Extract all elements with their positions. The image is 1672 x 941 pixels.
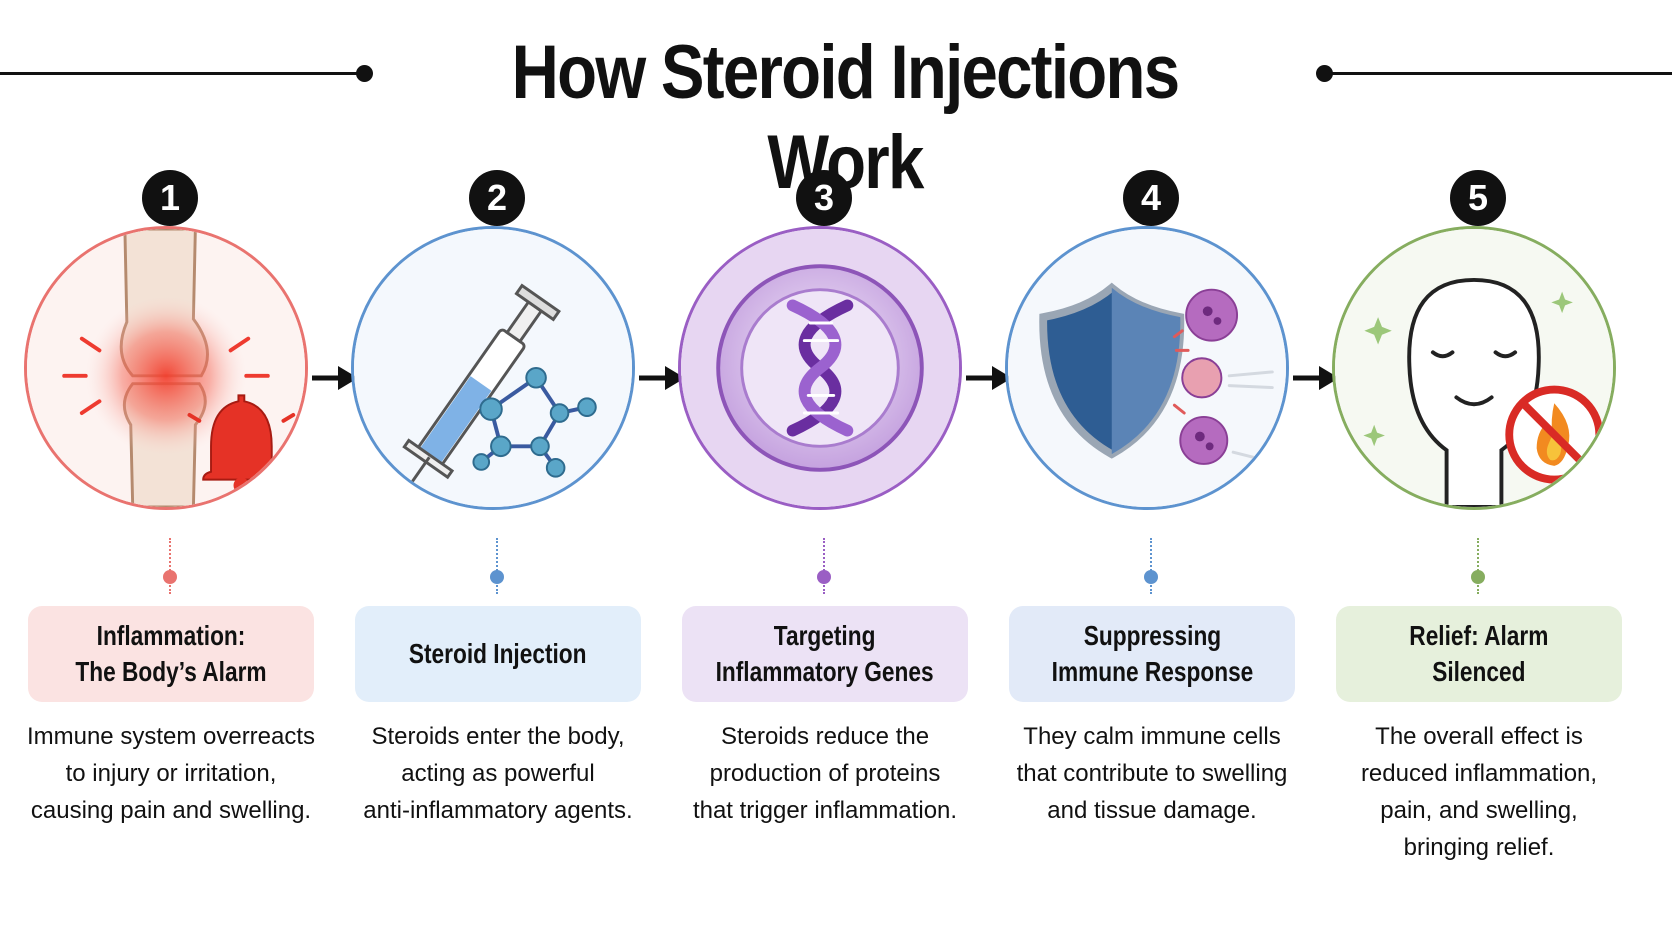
title-line-left: [0, 72, 362, 75]
step-number-badge: 3: [796, 170, 852, 226]
step-5-label-line-1: Relief: Alarm: [1409, 620, 1549, 651]
step-5-description: The overall effect is reduced inflammati…: [1324, 718, 1634, 866]
step-1-description: Immune system overreacts to injury or ir…: [16, 718, 326, 829]
syringe-molecule-icon: [354, 229, 632, 507]
step-4-label-line-1: Suppressing: [1083, 620, 1221, 651]
description-line: Immune system overreacts: [26, 723, 316, 750]
step-5-connector-dot: [1471, 570, 1485, 584]
step-4-illustration: [1005, 226, 1289, 510]
arrow-right-icon: [639, 366, 685, 390]
step-3-description: Steroids reduce the production of protei…: [670, 718, 980, 829]
step-3-connector-dot: [817, 570, 831, 584]
step-3: 3: [670, 170, 980, 910]
step-2-label-box: Steroid Injection: [355, 606, 641, 702]
description-line: acting as powerful: [401, 760, 595, 787]
page-title: How Steroid Injections Work: [511, 30, 1180, 205]
step-1-label-line-2: The Body’s Alarm: [75, 656, 267, 687]
description-line: Steroids reduce the: [720, 723, 930, 750]
syringe-icon: [394, 283, 561, 507]
step-2-label-line-1: Steroid Injection: [409, 638, 587, 669]
arrow-right-icon: [966, 366, 1012, 390]
step-5-label-box: Relief: Alarm Silenced: [1336, 606, 1622, 702]
title-line-right: [1322, 72, 1672, 75]
description-line: bringing relief.: [1403, 834, 1555, 861]
step-2-connector: [496, 538, 498, 594]
step-3-connector: [823, 538, 825, 594]
description-line: anti-inflammatory agents.: [363, 797, 633, 824]
calm-face-no-fire-icon: [1335, 229, 1613, 507]
dna-helix-icon: [786, 299, 854, 437]
description-line: and tissue damage.: [1047, 797, 1257, 824]
description-line: reduced inflammation,: [1360, 760, 1598, 787]
description-line: They calm immune cells: [1023, 723, 1281, 750]
step-number-badge: 4: [1123, 170, 1179, 226]
step-1-connector: [169, 538, 171, 594]
step-4-label-box: Suppressing Immune Response: [1009, 606, 1295, 702]
step-5: 5 Relief: Alarm: [1324, 170, 1634, 910]
description-line: that trigger inflammation.: [692, 797, 958, 824]
step-5-illustration: [1332, 226, 1616, 510]
step-4-description: They calm immune cells that contribute t…: [997, 718, 1307, 829]
step-4: 4: [997, 170, 1307, 910]
step-4-connector-dot: [1144, 570, 1158, 584]
step-2-connector-dot: [490, 570, 504, 584]
step-5-connector: [1477, 538, 1479, 594]
step-2: 2: [343, 170, 653, 910]
arrow-right-icon: [312, 366, 358, 390]
step-number-badge: 2: [469, 170, 525, 226]
step-number-badge: 5: [1450, 170, 1506, 226]
step-1-connector-dot: [163, 570, 177, 584]
step-2-description: Steroids enter the body, acting as power…: [343, 718, 653, 829]
no-fire-icon: [1505, 385, 1604, 484]
title-dot-left: [356, 65, 373, 82]
step-3-label-line-1: Targeting: [774, 620, 876, 651]
dna-cell-icon: [681, 229, 959, 507]
step-3-label-line-2: Inflammatory Genes: [715, 656, 935, 687]
shield-immune-cells-icon: [1008, 229, 1286, 507]
description-line: that contribute to swelling: [1016, 760, 1288, 787]
sparkle-icon: [1363, 291, 1573, 447]
step-1: 1: [16, 170, 326, 910]
step-5-label-line-2: Silenced: [1432, 656, 1526, 687]
description-line: The overall effect is: [1375, 723, 1583, 750]
inflamed-knee-alarm-bell-icon: [27, 229, 305, 507]
calm-face-icon: [1407, 277, 1541, 507]
description-line: production of proteins: [709, 760, 941, 787]
description-line: Steroids enter the body,: [371, 723, 625, 750]
step-3-label-box: Targeting Inflammatory Genes: [682, 606, 968, 702]
description-line: to injury or irritation,: [65, 760, 277, 787]
step-1-illustration: [24, 226, 308, 510]
description-line: pain, and swelling,: [1380, 797, 1578, 824]
title-row: How Steroid Injections Work: [0, 28, 1672, 205]
step-1-label-box: Inflammation: The Body’s Alarm: [28, 606, 314, 702]
step-4-connector: [1150, 538, 1152, 594]
step-3-illustration: [678, 226, 962, 510]
description-line: causing pain and swelling.: [30, 797, 312, 824]
shield-icon: [1039, 282, 1185, 459]
step-1-label-line-1: Inflammation:: [96, 620, 246, 651]
step-4-label-line-2: Immune Response: [1051, 656, 1253, 687]
step-2-illustration: [351, 226, 635, 510]
arrow-right-icon: [1293, 366, 1339, 390]
immune-cell-icon: [1179, 288, 1239, 465]
step-number-badge: 1: [142, 170, 198, 226]
